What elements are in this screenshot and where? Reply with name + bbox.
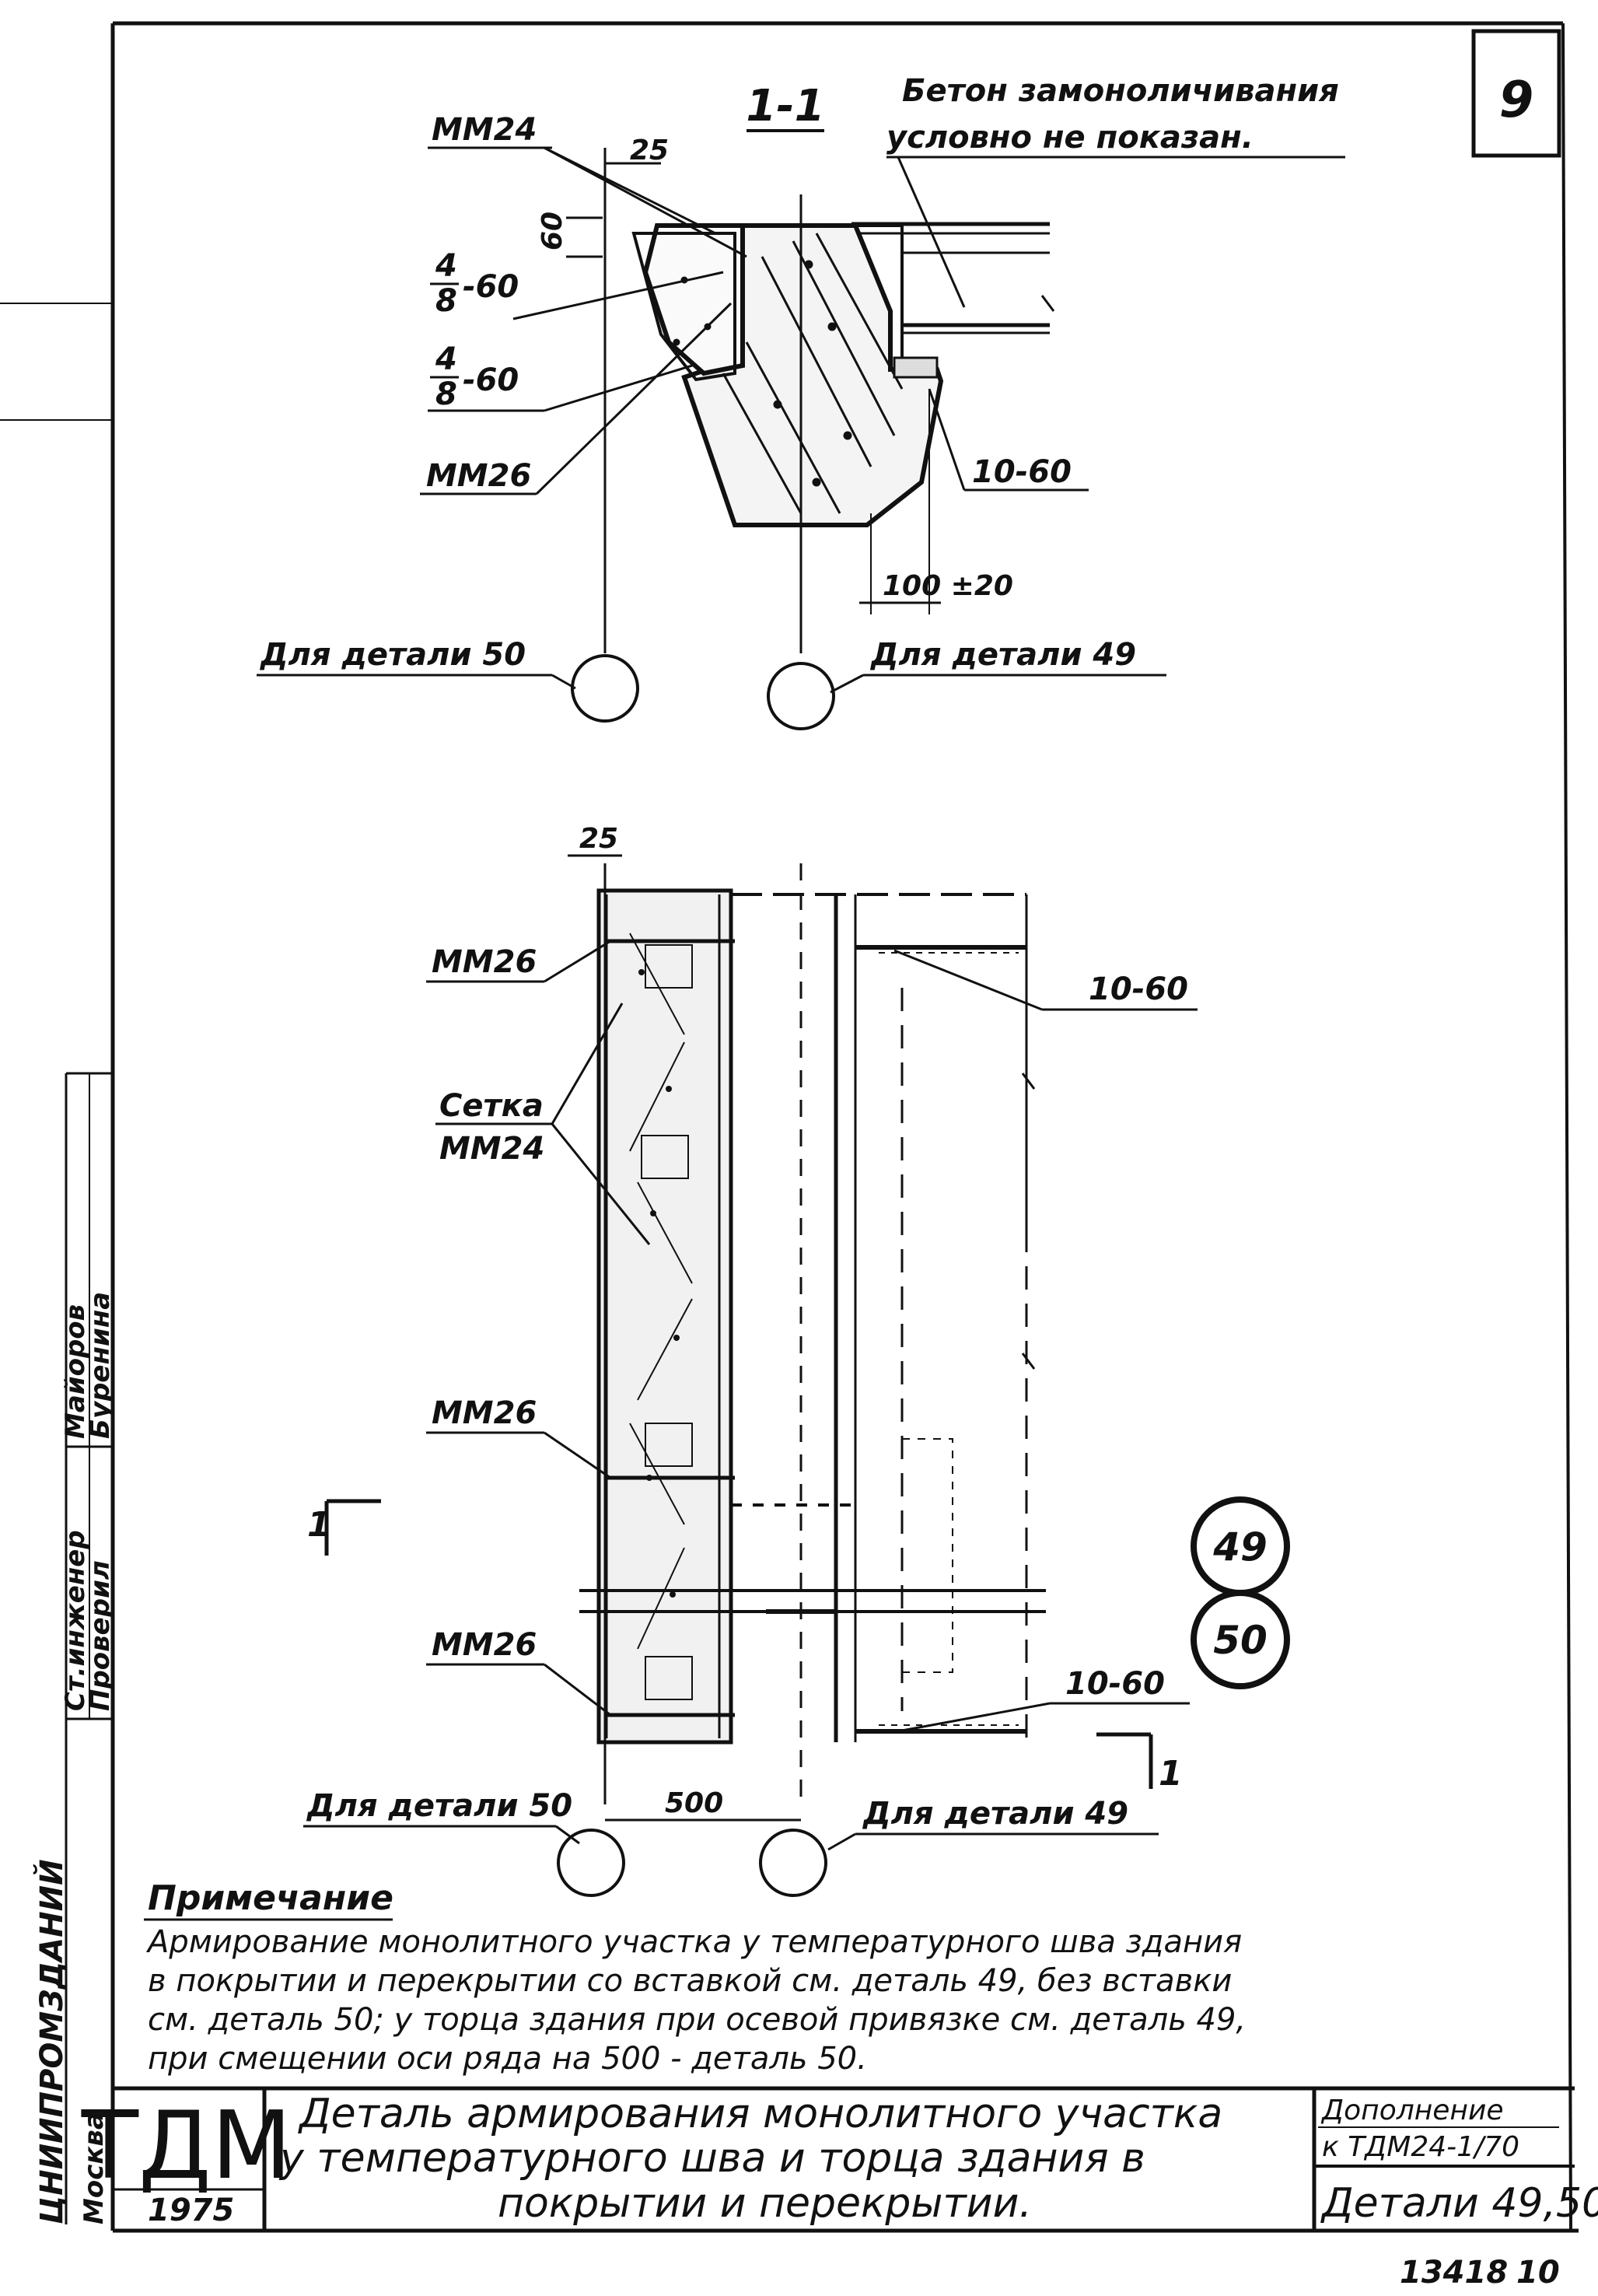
- logo-tdm: ТДМ: [81, 2092, 292, 2200]
- stamp-name-1: Майоров: [60, 1304, 91, 1439]
- plan-view: 25 ММ26 Сетка ММ24 10-60 ММ26 1 ММ26 10-…: [303, 823, 1290, 1897]
- label-for-detail-49-bottom: Для детали 49: [862, 1796, 1128, 1832]
- title-addition-1: Дополнение: [1320, 2095, 1504, 2126]
- detail-circle-50: [1191, 1590, 1290, 1689]
- note-line-2: в покрытии и перекрытии со вставкой см. …: [148, 1963, 1232, 1999]
- title-line-3: покрытии и перекрытии.: [498, 2180, 1032, 2227]
- section-title: 1-1: [746, 81, 824, 131]
- concrete-note-line-1: Бетон замоноличивания: [902, 73, 1339, 109]
- label-10-60-plan-1: 10-60: [1089, 971, 1188, 1007]
- title-line-2: у температурного шва и торца здания в: [278, 2135, 1145, 2182]
- section-1-1: 1-1 Бетон замоноличивания условно не пок…: [257, 73, 1345, 730]
- precast-element-left: [631, 223, 745, 382]
- plan-concrete-strip: [596, 888, 733, 1745]
- svg-text:-60: -60: [463, 362, 519, 398]
- footer-page-number: 10: [1516, 2255, 1560, 2291]
- label-mm26-top: ММ26: [426, 458, 531, 494]
- side-stamp: Ст.инженер Проверил Майоров Буренина ЦНИ…: [0, 303, 116, 2224]
- label-mm24-plan: ММ24: [439, 1131, 544, 1167]
- label-10-60-top: 10-60: [972, 454, 1072, 490]
- sheet-frame: [110, 21, 1579, 2233]
- title-block: [113, 2086, 1575, 2231]
- label-fraction-1: 4 8 -60: [430, 248, 724, 320]
- label-for-detail-50-top: Для детали 50: [259, 637, 526, 673]
- note-line-4: при смещении оси ряда на 500 - деталь 50…: [148, 2041, 867, 2077]
- footer-order-number: 13418: [1400, 2255, 1508, 2291]
- svg-text:-60: -60: [463, 269, 519, 305]
- label-for-detail-49-top: Для детали 49: [869, 637, 1136, 673]
- plan-right-element: [834, 894, 1036, 1742]
- stamp-role-1: Ст.инженер: [60, 1530, 91, 1711]
- svg-text:8: 8: [435, 283, 457, 319]
- title-line-1: Деталь армирования монолитного участка: [298, 2091, 1222, 2137]
- svg-text:4: 4: [435, 248, 457, 284]
- dim-25-top: 25: [630, 135, 669, 166]
- dim-100-20: 100 ±20: [883, 570, 1013, 602]
- label-setka: Сетка: [439, 1088, 544, 1124]
- callout-circle-50-top: [571, 654, 639, 723]
- note-line-1: Армирование монолитного участка у темпер…: [145, 1924, 1242, 1960]
- label-10-60-plan-2: 10-60: [1065, 1666, 1165, 1702]
- detail-50-text: 50: [1213, 1618, 1268, 1663]
- stamp-name-2: Буренина: [85, 1292, 116, 1439]
- note-block: Примечание Армирование монолитного участ…: [144, 1878, 1246, 2077]
- label-mm26-plan-1: ММ26: [432, 944, 537, 980]
- note-line-3: см. деталь 50; у торца здания при осевой…: [148, 2002, 1246, 2038]
- detail-49-text: 49: [1212, 1524, 1268, 1570]
- section-mark-right: 1: [1159, 1754, 1183, 1794]
- callout-circle-50-bottom: [557, 1829, 625, 1897]
- title-addition-2: к ТДМ24-1/70: [1322, 2131, 1519, 2163]
- dim-60: 60: [537, 212, 568, 250]
- sheet-number: 9: [1499, 72, 1534, 129]
- note-heading: Примечание: [148, 1878, 393, 1918]
- joint-concrete-body: [681, 223, 944, 527]
- stamp-role-2: Проверил: [85, 1560, 116, 1711]
- label-mm26-plan-2: ММ26: [432, 1395, 537, 1431]
- callout-circle-49-bottom: [759, 1829, 827, 1897]
- sheet-number-box: 9: [1471, 29, 1561, 158]
- dim-25-plan: 25: [579, 823, 618, 855]
- svg-text:8: 8: [435, 376, 457, 412]
- label-fraction-2: 4 8 -60: [428, 341, 693, 412]
- label-mm26-plan-3: ММ26: [432, 1627, 537, 1663]
- stamp-city: Москва: [79, 2112, 110, 2224]
- concrete-note-line-2: условно не показан.: [886, 120, 1254, 156]
- stamp-org: ЦНИИПРОМЗДАНИЙ: [33, 1859, 70, 2224]
- title-details: Детали 49,50: [1320, 2180, 1598, 2227]
- title-year: 1975: [148, 2193, 234, 2228]
- callout-circle-49-top: [767, 662, 835, 730]
- label-for-detail-50-bottom: Для детали 50: [306, 1788, 572, 1824]
- precast-ledge-right: [855, 224, 939, 379]
- svg-text:4: 4: [435, 341, 457, 377]
- label-mm24-top: ММ24: [432, 112, 537, 148]
- dim-500: 500: [665, 1787, 723, 1819]
